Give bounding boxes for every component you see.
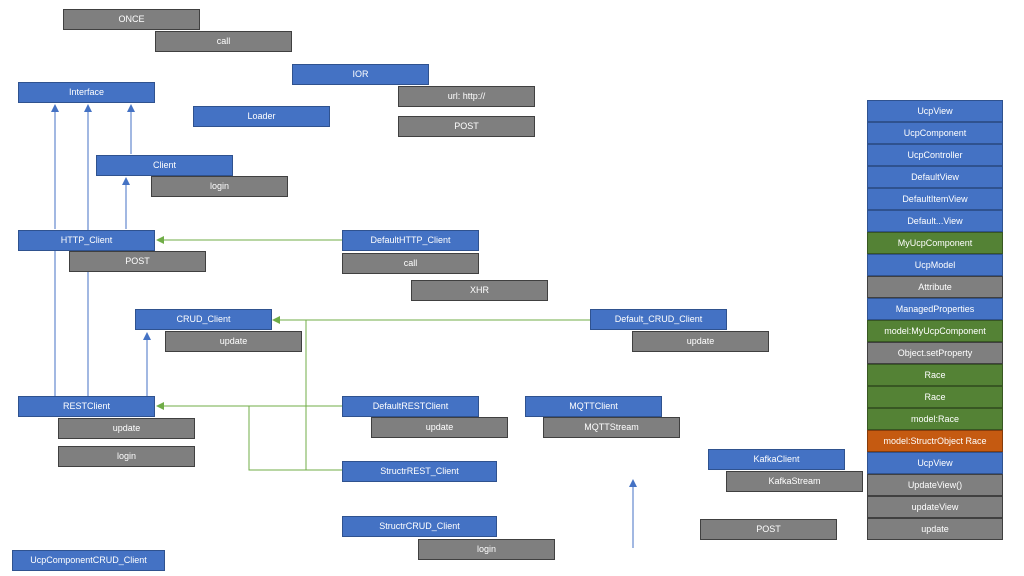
stack-item-my-ucp-component: MyUcpComponent (867, 232, 1003, 254)
default-rest-update-box: update (371, 417, 508, 438)
client-box: Client (96, 155, 233, 176)
ior-box: IOR (292, 64, 429, 85)
ior-post-box: POST (398, 116, 535, 137)
http-client-box: HTTP_Client (18, 230, 155, 251)
post-bottom-box: POST (700, 519, 837, 540)
stack-item-attribute: Attribute (867, 276, 1003, 298)
stack-item-model-race: model:Race (867, 408, 1003, 430)
stack-item-update: update (867, 518, 1003, 540)
stack-item-ucp-view: UcpView (867, 100, 1003, 122)
stack-item-race: Race (867, 364, 1003, 386)
stack-item-object-set-property: Object.setProperty (867, 342, 1003, 364)
interface-box: Interface (18, 82, 155, 103)
client-login-box: login (151, 176, 288, 197)
stack-item-default-ellipsis-view: Default...View (867, 210, 1003, 232)
xhr-box: XHR (411, 280, 548, 301)
structr-crud-login-box: login (418, 539, 555, 560)
mqtt-stream-box: MQTTStream (543, 417, 680, 438)
stack-item-ucp-controller: UcpController (867, 144, 1003, 166)
kafka-client-box: KafkaClient (708, 449, 845, 470)
stack-item-ucp-component: UcpComponent (867, 122, 1003, 144)
stack-item-race-2: Race (867, 386, 1003, 408)
stack-item-update-view: updateView (867, 496, 1003, 518)
stack-item-model-structr-object-race: model:StructrObject Race (867, 430, 1003, 452)
arrow-structrrest-to-crud (305, 320, 342, 471)
stack-item-default-view: DefaultView (867, 166, 1003, 188)
crud-update-box: update (165, 331, 302, 352)
ucp-component-crud-client-box: UcpComponentCRUD_Client (12, 550, 165, 571)
http-post-box: POST (69, 251, 206, 272)
once-box: ONCE (63, 9, 200, 30)
mqtt-client-box: MQTTClient (525, 396, 662, 417)
stack-item-model-my-ucp-component: model:MyUcpComponent (867, 320, 1003, 342)
stack-item-update-view-call: UpdateView() (867, 474, 1003, 496)
rest-login-box: login (58, 446, 195, 467)
stack-item-managed-properties: ManagedProperties (867, 298, 1003, 320)
crud-client-box: CRUD_Client (135, 309, 272, 330)
structr-crud-client-box: StructrCRUD_Client (342, 516, 497, 537)
structr-rest-client-box: StructrREST_Client (342, 461, 497, 482)
default-crud-update-box: update (632, 331, 769, 352)
default-crud-client-box: Default_CRUD_Client (590, 309, 727, 330)
kafka-stream-box: KafkaStream (726, 471, 863, 492)
rest-client-box: RESTClient (18, 396, 155, 417)
arrow-structrrest-to-rest (248, 406, 306, 471)
once-call-box: call (155, 31, 292, 52)
stack-item-default-item-view: DefaultItemView (867, 188, 1003, 210)
default-http-client-box: DefaultHTTP_Client (342, 230, 479, 251)
default-rest-client-box: DefaultRESTClient (342, 396, 479, 417)
loader-box: Loader (193, 106, 330, 127)
rest-update-box: update (58, 418, 195, 439)
ior-url-box: url: http:// (398, 86, 535, 107)
default-http-call-box: call (342, 253, 479, 274)
stack-item-ucp-view-2: UcpView (867, 452, 1003, 474)
stack-item-ucp-model: UcpModel (867, 254, 1003, 276)
